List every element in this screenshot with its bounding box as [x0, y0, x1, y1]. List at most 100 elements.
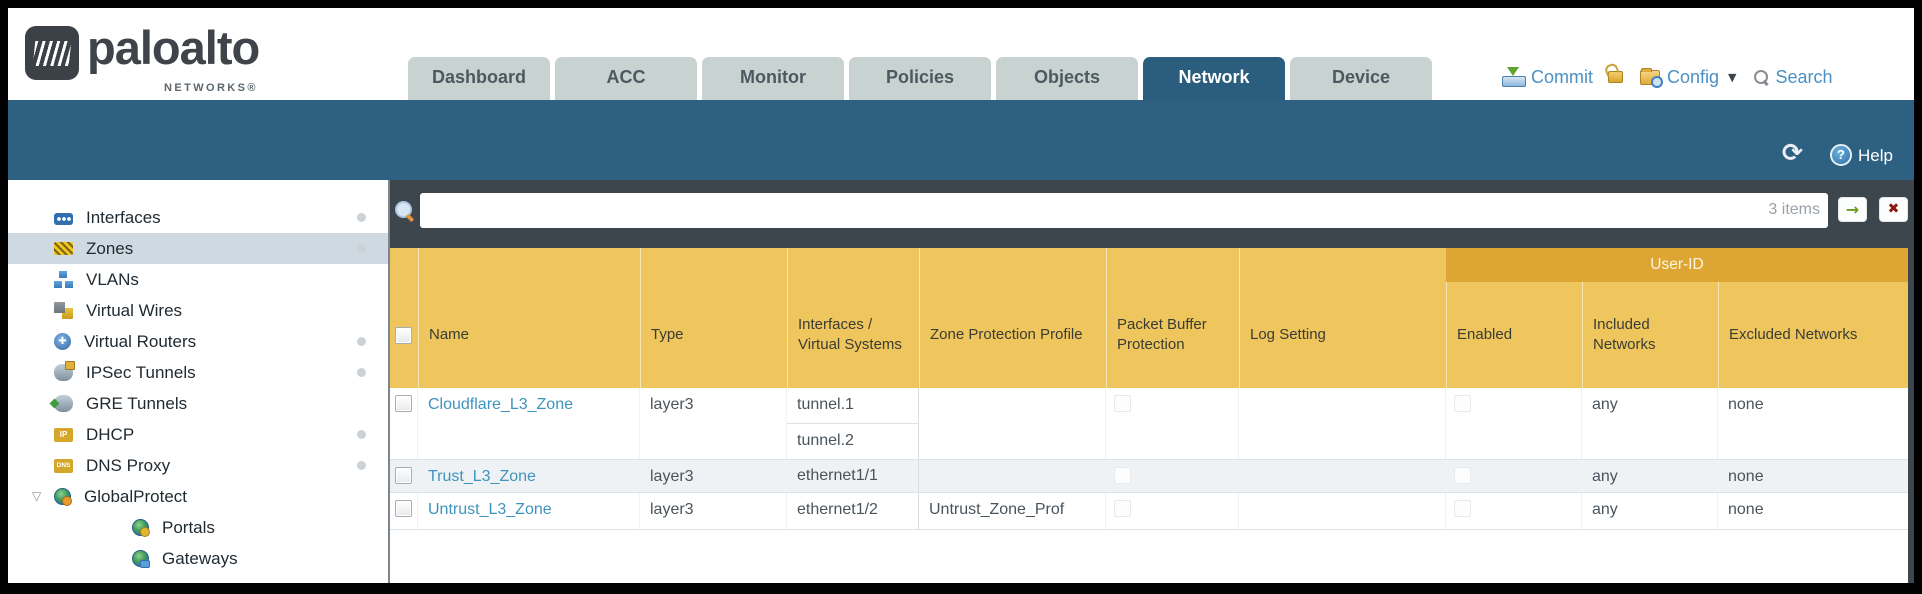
zone-name-link[interactable]: Cloudflare_L3_Zone [428, 396, 573, 413]
status-dot [357, 337, 366, 346]
interfaces-cell: ethernet1/2 [787, 493, 919, 529]
sidebar-item-gre-tunnels[interactable]: GRE Tunnels [8, 388, 388, 419]
packet-buffer-protection-checkbox[interactable] [1114, 500, 1131, 517]
virtual-wires-icon [54, 302, 73, 319]
config-menu-button[interactable]: Config [1667, 66, 1720, 87]
table-row: Untrust_L3_Zone layer3 ethernet1/2 Untru… [390, 493, 1908, 530]
zone-protection-profile-cell [919, 460, 1106, 492]
user-id-enabled-checkbox[interactable] [1454, 395, 1471, 412]
user-id-enabled-checkbox[interactable] [1454, 500, 1471, 517]
zones-table: Name Type Interfaces / Virtual Systems Z… [390, 248, 1908, 583]
sidebar-item-zones[interactable]: Zones [8, 233, 388, 264]
packet-buffer-protection-checkbox[interactable] [1114, 395, 1131, 412]
zone-name-link[interactable]: Untrust_L3_Zone [428, 501, 552, 518]
packet-buffer-protection-checkbox[interactable] [1114, 467, 1131, 484]
filter-input[interactable] [420, 193, 1828, 228]
refresh-icon[interactable]: ⟳ [1782, 138, 1803, 167]
interface-entry: ethernet1/2 [797, 501, 878, 518]
tab-monitor[interactable]: Monitor [702, 57, 844, 100]
zone-name-link[interactable]: Trust_L3_Zone [428, 468, 536, 485]
commit-button[interactable]: Commit [1531, 66, 1593, 87]
included-networks-cell: any [1582, 493, 1718, 529]
name-cell: Untrust_L3_Zone [418, 493, 640, 529]
excluded-networks-cell: none [1728, 468, 1764, 485]
sidebar-item-label: Gateways [162, 548, 238, 568]
ipsec-tunnels-icon [54, 361, 75, 381]
column-header-excluded-networks[interactable]: Excluded Networks [1718, 248, 1908, 388]
status-dot [357, 430, 366, 439]
user-id-enabled-cell [1446, 460, 1582, 492]
expander-triangle-icon[interactable]: ▽ [32, 489, 42, 503]
sidebar-item-label: GRE Tunnels [86, 393, 188, 413]
type-cell: layer3 [640, 493, 787, 529]
search-button[interactable]: Search [1775, 66, 1833, 87]
column-header-name[interactable]: Name [418, 248, 640, 388]
row-checkbox[interactable] [395, 467, 412, 484]
row-select-cell [390, 460, 418, 492]
gateways-icon [132, 550, 150, 568]
tab-acc[interactable]: ACC [555, 57, 697, 100]
sidebar-item-virtual-wires[interactable]: Virtual Wires [8, 295, 388, 326]
sidebar-item-label: DNS Proxy [86, 455, 171, 475]
table-row: Trust_L3_Zone layer3 ethernet1/1 any [390, 460, 1908, 493]
column-header-log-setting[interactable]: Log Setting [1239, 248, 1446, 388]
included-networks-cell: any [1582, 460, 1718, 492]
table-header: Name Type Interfaces / Virtual Systems Z… [390, 248, 1908, 388]
interfaces-cell: ethernet1/1 [787, 460, 919, 492]
sidebar-item-interfaces[interactable]: Interfaces [8, 202, 388, 233]
sidebar-item-label: Virtual Routers [84, 331, 197, 351]
sidebar-item-portals[interactable]: Portals [8, 512, 388, 543]
chevron-down-icon[interactable]: ▼ [1728, 70, 1737, 84]
log-setting-cell [1239, 460, 1446, 492]
sidebar-item-vlans[interactable]: VLANs [8, 264, 388, 295]
clear-filter-button[interactable]: ✖ [1879, 197, 1908, 222]
interfaces-cell: tunnel.1 tunnel.2 [787, 388, 919, 459]
sidebar-item-label: Portals [162, 517, 215, 537]
sidebar-item-dns-proxy[interactable]: DNS DNS Proxy [8, 450, 388, 481]
sidebar-item-label: Zones [86, 238, 134, 258]
column-header-packet-buffer-protection[interactable]: Packet Buffer Protection [1106, 248, 1239, 388]
sidebar-item-label: IPSec Tunnels [86, 362, 196, 382]
column-header-enabled[interactable]: Enabled [1446, 248, 1582, 388]
tab-dashboard[interactable]: Dashboard [408, 57, 550, 100]
portals-icon [132, 519, 150, 537]
zones-icon [54, 242, 73, 255]
help-label[interactable]: Help [1858, 146, 1893, 165]
network-sidebar: Interfaces Zones VLANs Virtual Wires [8, 180, 390, 583]
zone-protection-profile-cell [919, 388, 1106, 459]
tab-policies[interactable]: Policies [849, 57, 991, 100]
sidebar-item-ipsec-tunnels[interactable]: IPSec Tunnels [8, 357, 388, 388]
logo-wave-bars [32, 41, 72, 66]
sidebar-item-dhcp[interactable]: IP DHCP [8, 419, 388, 450]
column-header-type[interactable]: Type [640, 248, 787, 388]
sidebar-item-globalprotect[interactable]: ▽ GlobalProtect [8, 481, 388, 512]
user-id-enabled-checkbox[interactable] [1454, 467, 1471, 484]
app-window: paloalto NETWORKS® Dashboard ACC Monitor… [8, 8, 1914, 583]
interface-entry: tunnel.2 [797, 432, 854, 449]
row-checkbox[interactable] [395, 395, 412, 412]
packet-buffer-protection-cell [1106, 460, 1239, 492]
user-id-group-header: User-ID [1446, 248, 1908, 282]
apply-filter-button[interactable]: → [1838, 197, 1867, 222]
help-icon[interactable]: ? [1830, 144, 1852, 166]
items-count: 3 items [1768, 201, 1820, 218]
select-all-checkbox[interactable] [395, 326, 412, 344]
paloalto-logo-icon [25, 26, 79, 80]
column-header-interfaces[interactable]: Interfaces / Virtual Systems [787, 248, 919, 388]
tab-device[interactable]: Device [1290, 57, 1432, 100]
user-id-enabled-cell [1446, 493, 1582, 529]
unlock-icon[interactable] [1608, 71, 1623, 83]
user-id-enabled-cell [1446, 388, 1582, 459]
packet-buffer-protection-cell [1106, 388, 1239, 459]
sidebar-item-label: Interfaces [86, 207, 161, 227]
row-checkbox[interactable] [395, 500, 412, 517]
column-header-zone-protection-profile[interactable]: Zone Protection Profile [919, 248, 1106, 388]
sidebar-item-virtual-routers[interactable]: Virtual Routers [8, 326, 388, 357]
row-select-cell [390, 493, 418, 529]
tab-network[interactable]: Network [1143, 57, 1285, 100]
column-header-included-networks[interactable]: Included Networks [1582, 248, 1718, 388]
tab-objects[interactable]: Objects [996, 57, 1138, 100]
sidebar-item-gateways[interactable]: Gateways [8, 543, 388, 574]
zone-protection-profile-cell: Untrust_Zone_Prof [919, 493, 1106, 529]
select-all-cell [390, 248, 418, 388]
